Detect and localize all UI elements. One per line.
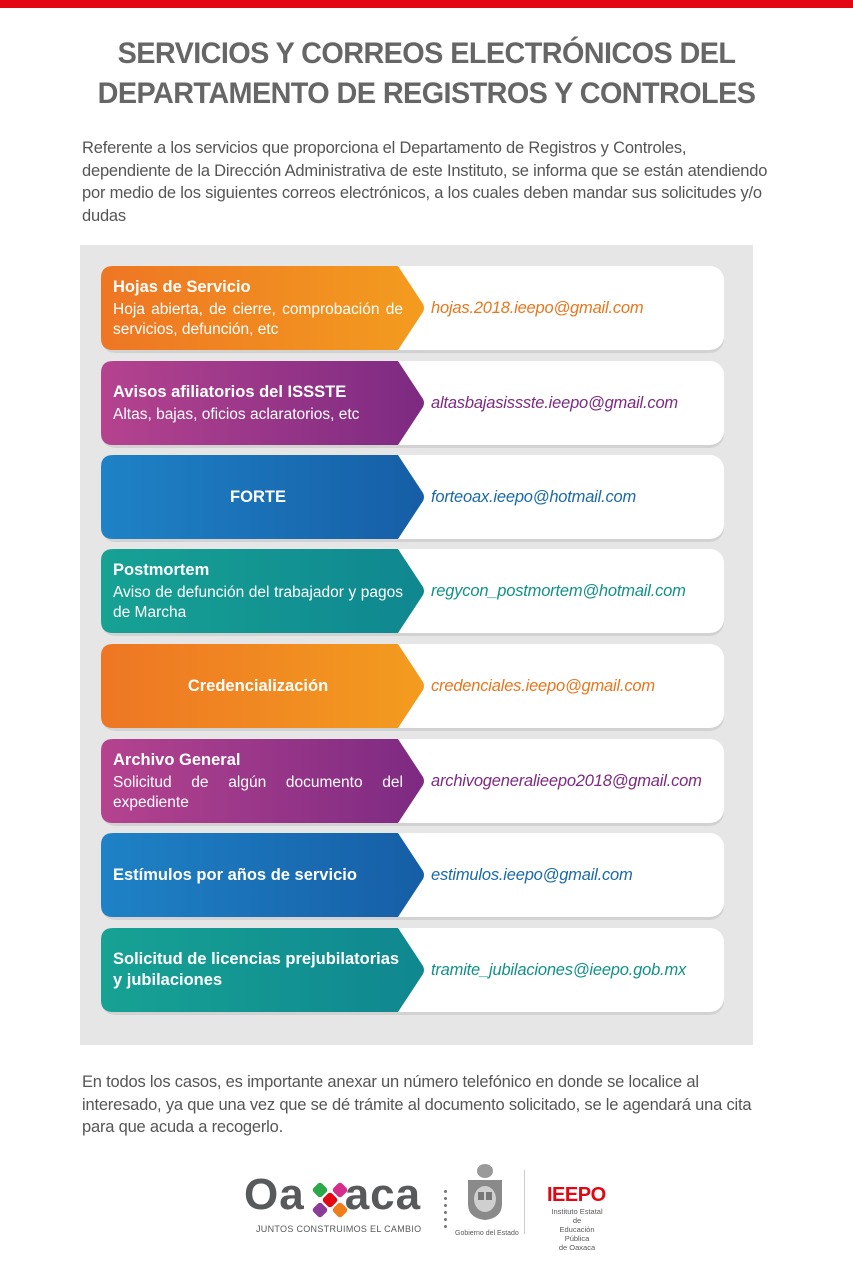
service-title: Hojas de Servicio (113, 277, 251, 296)
top-accent-bar (0, 0, 853, 8)
service-email-link[interactable]: tramite_jubilaciones@ieepo.gob.mx (431, 960, 687, 979)
arrow-tag-shape (101, 833, 424, 917)
service-description: Aviso de defunción del trabajador y pago… (113, 583, 403, 621)
service-row: Avisos afiliatorios del ISSSTE Altas, baj… (101, 361, 724, 445)
ieepo-logo: IEEPO (547, 1184, 606, 1206)
ieepo-subtitle: Instituto Estatal de Educación Pública d… (547, 1207, 607, 1252)
service-email-link[interactable]: regycon_postmortem@hotmail.com (431, 581, 686, 600)
service-label: Credencialización (113, 644, 403, 728)
service-label: Estímulos por años de servicio (113, 833, 403, 917)
service-email-link[interactable]: altasbajasissste.ieepo@gmail.com (431, 393, 678, 412)
arrow-tag-shape (101, 361, 424, 445)
title-line-2: DEPARTAMENTO DE REGISTROS Y CONTROLES (97, 77, 756, 110)
service-label: FORTE (113, 455, 403, 539)
ieepo-subtitle-line: de Oaxaca (558, 1243, 596, 1252)
service-description: Altas, bajas, oficios aclaratorios, etc (113, 405, 360, 423)
arrow-tag-shape (101, 549, 424, 633)
arrow-tag-shape (101, 928, 424, 1012)
state-coat-of-arms-icon (468, 1164, 502, 1220)
arrow-tag-shape (101, 266, 424, 350)
service-title: Avisos afiliatorios del ISSSTE (113, 382, 347, 401)
logo-divider (524, 1170, 525, 1234)
service-label-tag: Credencialización (101, 644, 426, 728)
arrow-tag-shape (101, 644, 424, 728)
oaxaca-tagline: JUNTOS CONSTRUIMOS EL CAMBIO (256, 1224, 422, 1234)
service-label: Avisos afiliatorios del ISSSTE Altas, baj… (113, 361, 403, 445)
service-title: Estímulos por años de servicio (113, 865, 357, 884)
title-line-1: SERVICIOS Y CORREOS ELECTRÓNICOS DEL (117, 37, 736, 70)
service-label-tag: Estímulos por años de servicio (101, 833, 426, 917)
service-email-link[interactable]: archivogeneralieepo2018@gmail.com (431, 771, 702, 790)
service-description: Hoja abierta, de cierre, comprobación de… (113, 300, 403, 338)
service-row: Solicitud de licencias prejubilatorias y… (101, 928, 724, 1012)
service-label-tag: Avisos afiliatorios del ISSSTE Altas, baj… (101, 361, 426, 445)
service-email-link[interactable]: estimulos.ieepo@gmail.com (431, 865, 633, 884)
service-email-link[interactable]: forteoax.ieepo@hotmail.com (431, 487, 637, 506)
oaxaca-x-icon (312, 1182, 348, 1218)
intro-paragraph: Referente a los servicios que proporcion… (82, 139, 768, 225)
dotted-divider (444, 1190, 448, 1230)
service-title: Solicitud de licencias prejubilatorias y… (113, 950, 400, 989)
arrow-tag-shape (101, 739, 424, 823)
page-title: SERVICIOS Y CORREOS ELECTRÓNICOS DEL DEP… (17, 34, 836, 114)
service-label-tag: Solicitud de licencias prejubilatorias y… (101, 928, 426, 1012)
service-title: Archivo General (113, 750, 241, 769)
service-label-tag: FORTE (101, 455, 426, 539)
service-email-link[interactable]: credenciales.ieepo@gmail.com (431, 676, 655, 695)
service-description: Solicitud de algún documento del expedie… (113, 773, 403, 811)
service-title: Credencialización (187, 676, 329, 695)
oaxaca-logo-left: Oa (244, 1170, 305, 1219)
service-title: Postmortem (113, 560, 210, 579)
gobierno-label: Gobierno del Estado (455, 1230, 519, 1237)
ieepo-subtitle-line: Educación Pública (559, 1225, 595, 1243)
ieepo-subtitle-line: Instituto Estatal de (551, 1207, 603, 1225)
service-row: Estímulos por años de servicio estimulos.… (101, 833, 724, 917)
service-row: Credencialización credenciales.ieepo@gmai… (101, 644, 724, 728)
service-row: FORTE forteoax.ieepo@hotmail.com (101, 455, 724, 539)
arrow-tag-shape (101, 455, 424, 539)
footer-note: En todos los casos, es importante anexar… (82, 1073, 752, 1136)
service-label: Solicitud de licencias prejubilatorias y… (113, 928, 403, 1012)
service-email-link[interactable]: hojas.2018.ieepo@gmail.com (431, 298, 644, 317)
service-title: FORTE (230, 487, 286, 506)
oaxaca-logo-right: aca (344, 1170, 422, 1219)
